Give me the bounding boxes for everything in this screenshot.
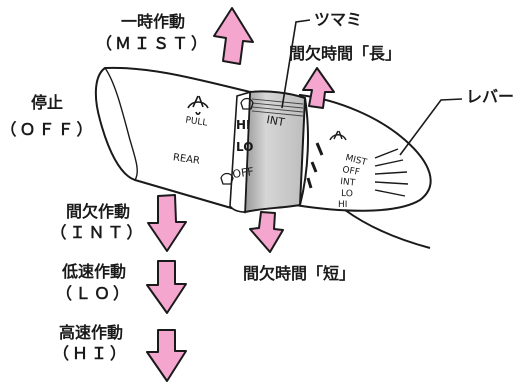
arrow-hi-down (146, 329, 187, 382)
lever-leader (399, 98, 463, 156)
stalk-off-text: OFF (341, 165, 360, 178)
interval-short-callout: 間欠時間「短」 (243, 264, 356, 283)
knob-lo-text: LO (236, 140, 253, 154)
stalk-wiper-icon (329, 130, 347, 141)
knob-ring (229, 90, 251, 213)
knob-right-edge (299, 97, 309, 206)
off-code: （ＯＦＦ） (0, 120, 96, 139)
int-code: （ＩＮＴ） (50, 223, 146, 242)
mist-label: 一時作動 (120, 12, 185, 31)
arrow-interval-short (249, 211, 284, 253)
knob-hi-text: HI (236, 118, 251, 132)
stalk-dash-marks (306, 142, 324, 189)
off-label: 停止 (30, 93, 63, 112)
hi-code: （ＨＩ） (52, 344, 129, 363)
wiper-pull-icon (187, 95, 209, 116)
rear-text: REAR (172, 152, 200, 167)
wiper-washer-icon (240, 97, 254, 110)
interval-long-callout: 間欠時間「長」 (289, 44, 402, 63)
wiper-rear-icon (220, 172, 234, 185)
arrow-lo-down (146, 260, 187, 314)
stalk-lo-text: LO (341, 189, 353, 199)
knob-leader (281, 19, 311, 109)
leader-lines (281, 19, 463, 156)
hi-label: 高速作動 (58, 323, 123, 342)
knob-grip-lines (251, 98, 304, 117)
int-label: 間欠作動 (65, 202, 130, 221)
stalk-hi-text: HI (338, 200, 347, 210)
arrow-int-down (147, 194, 187, 252)
lever-callout: レバー (466, 87, 515, 106)
lever-body-edge (104, 67, 138, 181)
stalk-int-text: INT (340, 177, 356, 189)
lo-label: 低速作動 (61, 262, 126, 281)
pull-text: PULL (185, 116, 208, 129)
stalk-scale-lines (374, 148, 409, 197)
lo-code: （ＬＯ） (55, 284, 132, 303)
knob-off-text: OFF (232, 165, 255, 181)
mist-code: （ＭＩＳＴ） (95, 34, 210, 53)
arrows (146, 7, 335, 382)
knob-callout: ツマミ (314, 10, 363, 29)
arrow-mist-up (213, 7, 254, 65)
lever-stalk-base (344, 209, 431, 249)
lever-body (94, 66, 252, 214)
lever-stalk (293, 93, 432, 212)
arrow-interval-long (302, 67, 335, 109)
knob-int-text: INT (265, 113, 285, 129)
